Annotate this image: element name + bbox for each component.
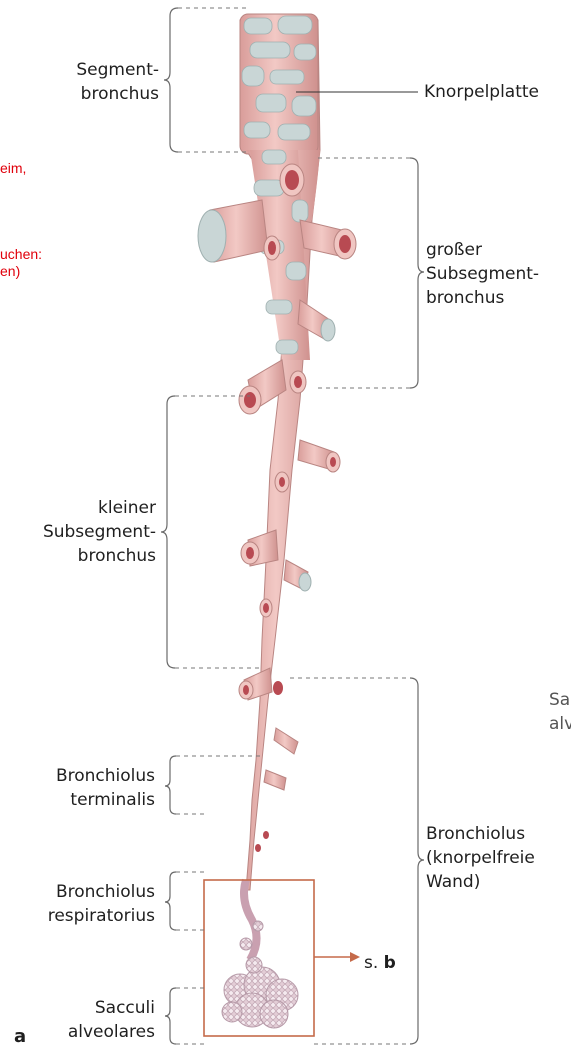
label-bronchiolus: Bronchiolus (knorpelfreie Wand)	[426, 822, 535, 894]
label-kleiner-subsegmentbronchus: kleiner Subsegment- bronchus	[43, 496, 156, 568]
overlay-note-2: uchen: en)	[0, 246, 42, 280]
label-sacculi-alveolares: Sacculi alveolares	[68, 996, 155, 1044]
arrow-head	[350, 952, 360, 962]
panel-label: a	[14, 1026, 26, 1047]
label-bronchiolus-respiratorius: Bronchiolus respiratorius	[48, 880, 155, 928]
label-grosser-subsegmentbronchus: großer Subsegment- bronchus	[426, 238, 539, 310]
label-knorpelplatte: Knorpelplatte	[424, 80, 539, 104]
label-segmentbronchus: Segment- bronchus	[76, 58, 159, 106]
alveolar-region	[222, 880, 298, 1028]
reference-see-b: s. b	[364, 953, 396, 973]
label-cut-right: Sa alv	[549, 688, 571, 736]
label-bronchiolus-terminalis: Bronchiolus terminalis	[56, 764, 155, 812]
overlay-note-1: eim,	[0, 160, 26, 177]
